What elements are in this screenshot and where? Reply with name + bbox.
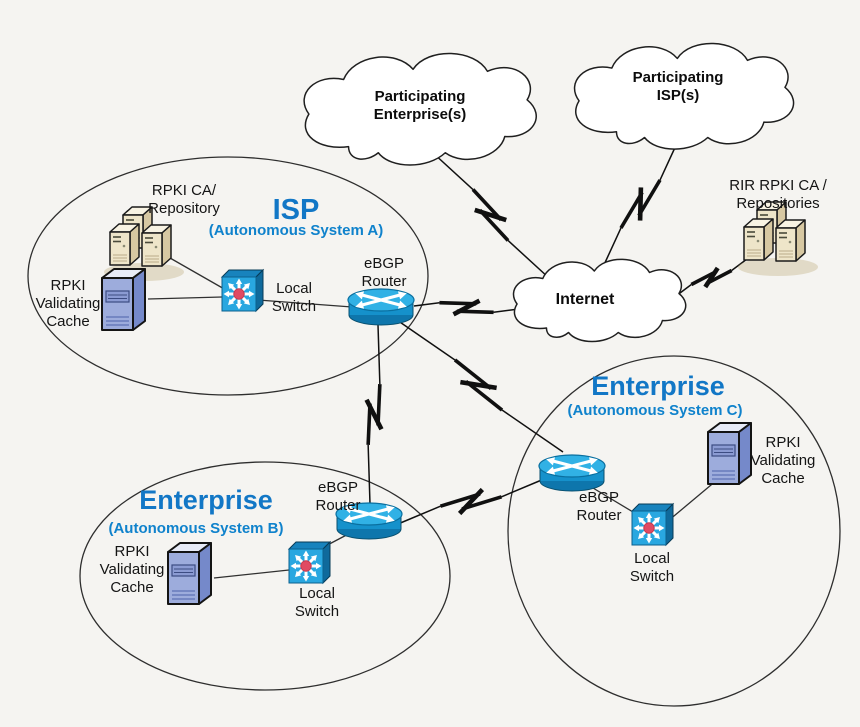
node-label: RIR RPKI CA / [729, 177, 827, 194]
node-rir-rpki-ca-repositories: RIR RPKI CA /Repositories [729, 177, 828, 276]
node-label: RPKI [765, 434, 800, 451]
node-label: Validating [751, 452, 816, 469]
as-subtitle: (Autonomous System B) [108, 520, 283, 537]
node-label: Router [315, 497, 360, 514]
as-title: Enterprise [139, 485, 273, 515]
node-label: eBGP [364, 255, 404, 272]
node-label: RPKI [50, 277, 85, 294]
node-label: Validating [36, 295, 101, 312]
edge-cache-a-switch-a [147, 296, 223, 300]
node-label: Router [361, 273, 406, 290]
edge-switch-c-cache-c [667, 479, 718, 522]
cloud-label: Internet [556, 291, 615, 308]
cloud-label: Enterprise(s) [374, 106, 467, 123]
edge-cache-b-switch-b [213, 569, 290, 579]
node-label: Cache [110, 579, 153, 596]
edge-bolt-router-b-router-c [397, 478, 545, 525]
cloud-label: Participating [633, 69, 724, 86]
edge-bolt-enterprises-cloud-internet [431, 151, 550, 279]
cloud-internet: Internet [514, 259, 686, 341]
as-subtitle: (Autonomous System C) [567, 402, 742, 419]
node-label: eBGP [579, 489, 619, 506]
as-boundary-enterprise-b: Enterprise (Autonomous System B) [79, 461, 451, 691]
node-label: Local [634, 550, 670, 567]
edge-bolt-isps-cloud-internet [602, 140, 679, 268]
cloud-label: ISP(s) [657, 87, 700, 104]
node-label: Switch [272, 298, 316, 315]
node-label: Switch [630, 568, 674, 585]
edge-switch-a-router-a [257, 299, 353, 308]
as-title: ISP [273, 194, 320, 226]
node-label: RPKI CA/ [152, 182, 217, 199]
node-label: Local [299, 585, 335, 602]
as-subtitle: (Autonomous System A) [209, 222, 383, 239]
node-label: Repositories [736, 195, 819, 212]
as-title: Enterprise [591, 371, 725, 401]
edge-router-c-switch-c [587, 484, 639, 516]
node-label: Validating [100, 561, 165, 578]
edge-bolt-router-a-router-b [364, 324, 384, 505]
node-label: Local [276, 280, 312, 297]
node-isp-a-rpki-ca-repository: RPKI CA/Repository [104, 182, 220, 281]
as-boundary-enterprise-c: Enterprise(Autonomous System C) [507, 355, 841, 707]
node-label: Cache [46, 313, 89, 330]
node-label: Cache [761, 470, 804, 487]
node-label: Repository [148, 200, 220, 217]
edge-bolt-router-a-internet [413, 298, 520, 317]
node-label: RPKI [114, 543, 149, 560]
node-label: Router [576, 507, 621, 524]
edge-bolt-internet-rir-repositories [675, 258, 748, 297]
node-label: Switch [295, 603, 339, 620]
node-label: eBGP [318, 479, 358, 496]
edge-bolt-router-a-router-c [393, 317, 564, 453]
edge-repository-a-switch-a [169, 257, 227, 291]
as-boundary-isp-a: ISP(Autonomous System A) [27, 156, 429, 396]
cloud-label: Participating [375, 88, 466, 105]
